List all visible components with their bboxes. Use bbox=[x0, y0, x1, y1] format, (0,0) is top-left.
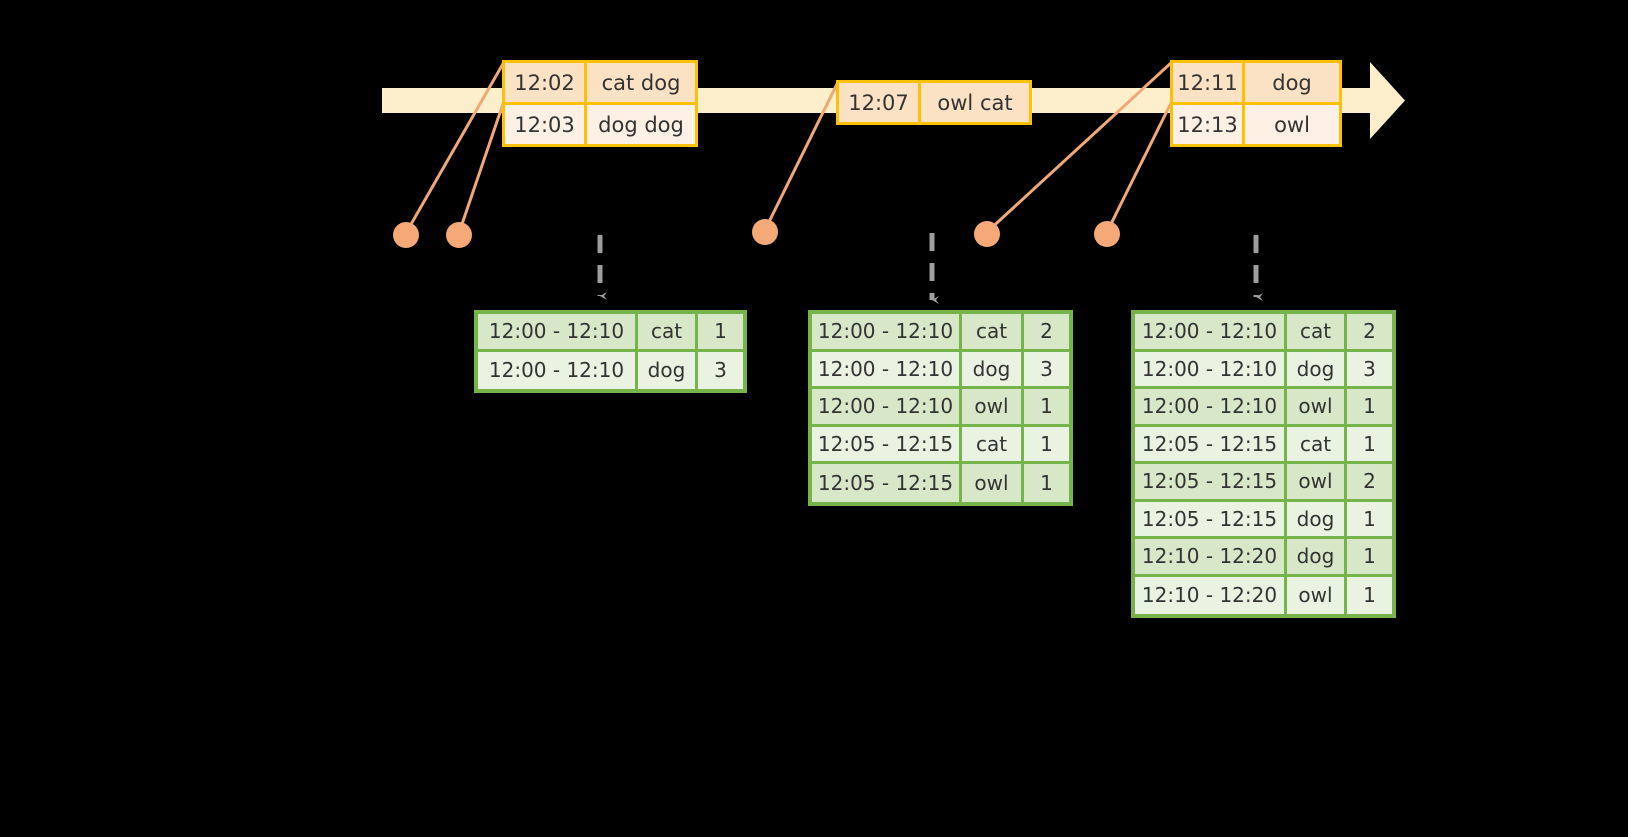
result-table-3: 12:00 - 12:10 cat 2 12:00 - 12:10 dog 3 … bbox=[1131, 310, 1396, 618]
cell-window: 12:05 - 12:15 bbox=[1135, 464, 1287, 502]
cell-window: 12:00 - 12:10 bbox=[1135, 389, 1287, 427]
cell-count: 1 bbox=[1347, 539, 1392, 577]
event-time: 12:02 bbox=[505, 63, 587, 102]
cell-count: 2 bbox=[1347, 464, 1392, 502]
arrival-dot-5 bbox=[1094, 221, 1120, 247]
event-value: owl bbox=[1245, 105, 1339, 144]
cell-window: 12:05 - 12:15 bbox=[1135, 501, 1287, 539]
cell-count: 1 bbox=[1024, 389, 1069, 427]
table-row: 12:00 - 12:10 cat 1 bbox=[478, 314, 743, 352]
table-row: 12:05 - 12:15 owl 2 bbox=[1135, 464, 1392, 502]
cell-count: 1 bbox=[1347, 389, 1392, 427]
connector-line-2 bbox=[457, 99, 506, 235]
cell-word: cat bbox=[962, 426, 1024, 464]
table-row: 12:00 - 12:10 owl 1 bbox=[1135, 389, 1392, 427]
cell-window: 12:05 - 12:15 bbox=[1135, 426, 1287, 464]
table-row: 12:05 - 12:15 dog 1 bbox=[1135, 501, 1392, 539]
table-row: 12:00 - 12:10 cat 2 bbox=[1135, 314, 1392, 352]
cell-count: 1 bbox=[1347, 426, 1392, 464]
cell-count: 1 bbox=[1347, 576, 1392, 614]
emit-arrows bbox=[597, 233, 1263, 304]
event-value: dog bbox=[1245, 63, 1339, 102]
cell-window: 12:00 - 12:10 bbox=[1135, 314, 1287, 352]
cell-count: 1 bbox=[1024, 464, 1069, 502]
event-value: dog dog bbox=[587, 105, 695, 144]
cell-count: 3 bbox=[698, 351, 743, 389]
cell-window: 12:00 - 12:10 bbox=[1135, 351, 1287, 389]
event-row: 12:13 owl bbox=[1173, 102, 1339, 144]
table-row: 12:05 - 12:15 cat 1 bbox=[1135, 426, 1392, 464]
event-time: 12:13 bbox=[1173, 105, 1245, 144]
connector-line-1 bbox=[404, 60, 506, 235]
cell-window: 12:00 - 12:10 bbox=[478, 351, 638, 389]
event-row: 12:07 owl cat bbox=[839, 83, 1029, 122]
event-time: 12:07 bbox=[839, 83, 921, 122]
cell-window: 12:00 - 12:10 bbox=[812, 389, 962, 427]
cell-word: dog bbox=[1287, 501, 1347, 539]
cell-window: 12:10 - 12:20 bbox=[1135, 539, 1287, 577]
cell-word: owl bbox=[1287, 389, 1347, 427]
table-row: 12:00 - 12:10 dog 3 bbox=[478, 351, 743, 389]
table-row: 12:10 - 12:20 dog 1 bbox=[1135, 539, 1392, 577]
cell-word: owl bbox=[962, 464, 1024, 502]
connector-line-3 bbox=[763, 80, 840, 232]
event-time: 12:03 bbox=[505, 105, 587, 144]
event-row: 12:11 dog bbox=[1173, 63, 1339, 102]
cell-word: dog bbox=[962, 351, 1024, 389]
table-row: 12:00 - 12:10 owl 1 bbox=[812, 389, 1069, 427]
table-row: 12:00 - 12:10 cat 2 bbox=[812, 314, 1069, 352]
arrival-dots bbox=[393, 219, 1120, 248]
cell-window: 12:00 - 12:10 bbox=[478, 314, 638, 352]
cell-count: 1 bbox=[1024, 426, 1069, 464]
cell-count: 2 bbox=[1024, 314, 1069, 352]
cell-count: 1 bbox=[1347, 501, 1392, 539]
table-row: 12:05 - 12:15 cat 1 bbox=[812, 426, 1069, 464]
event-time: 12:11 bbox=[1173, 63, 1245, 102]
cell-window: 12:05 - 12:15 bbox=[812, 426, 962, 464]
cell-window: 12:10 - 12:20 bbox=[1135, 576, 1287, 614]
cell-count: 3 bbox=[1024, 351, 1069, 389]
cell-word: dog bbox=[1287, 539, 1347, 577]
table-row: 12:00 - 12:10 dog 3 bbox=[1135, 351, 1392, 389]
cell-word: owl bbox=[1287, 576, 1347, 614]
result-table-1: 12:00 - 12:10 cat 1 12:00 - 12:10 dog 3 bbox=[474, 310, 747, 393]
cell-word: cat bbox=[638, 314, 698, 352]
arrival-dot-2 bbox=[446, 222, 472, 248]
result-table-2: 12:00 - 12:10 cat 2 12:00 - 12:10 dog 3 … bbox=[808, 310, 1073, 506]
cell-word: dog bbox=[638, 351, 698, 389]
arrival-dot-1 bbox=[393, 222, 419, 248]
connector-line-5 bbox=[1105, 99, 1174, 234]
cell-word: cat bbox=[1287, 426, 1347, 464]
cell-count: 3 bbox=[1347, 351, 1392, 389]
cell-count: 2 bbox=[1347, 314, 1392, 352]
event-row: 12:02 cat dog bbox=[505, 63, 695, 102]
event-group-2: 12:07 owl cat bbox=[836, 80, 1032, 125]
cell-window: 12:00 - 12:10 bbox=[812, 314, 962, 352]
cell-word: cat bbox=[1287, 314, 1347, 352]
cell-word: cat bbox=[962, 314, 1024, 352]
cell-count: 1 bbox=[698, 314, 743, 352]
table-row: 12:00 - 12:10 dog 3 bbox=[812, 351, 1069, 389]
arrival-dot-3 bbox=[752, 219, 778, 245]
cell-word: owl bbox=[962, 389, 1024, 427]
arrival-dot-4 bbox=[974, 221, 1000, 247]
table-row: 12:05 - 12:15 owl 1 bbox=[812, 464, 1069, 502]
event-row: 12:03 dog dog bbox=[505, 102, 695, 144]
cell-word: owl bbox=[1287, 464, 1347, 502]
event-group-1: 12:02 cat dog 12:03 dog dog bbox=[502, 60, 698, 147]
event-value: owl cat bbox=[921, 83, 1029, 122]
event-group-3: 12:11 dog 12:13 owl bbox=[1170, 60, 1342, 147]
cell-window: 12:00 - 12:10 bbox=[812, 351, 962, 389]
event-value: cat dog bbox=[587, 63, 695, 102]
table-row: 12:10 - 12:20 owl 1 bbox=[1135, 576, 1392, 614]
cell-word: dog bbox=[1287, 351, 1347, 389]
cell-window: 12:05 - 12:15 bbox=[812, 464, 962, 502]
